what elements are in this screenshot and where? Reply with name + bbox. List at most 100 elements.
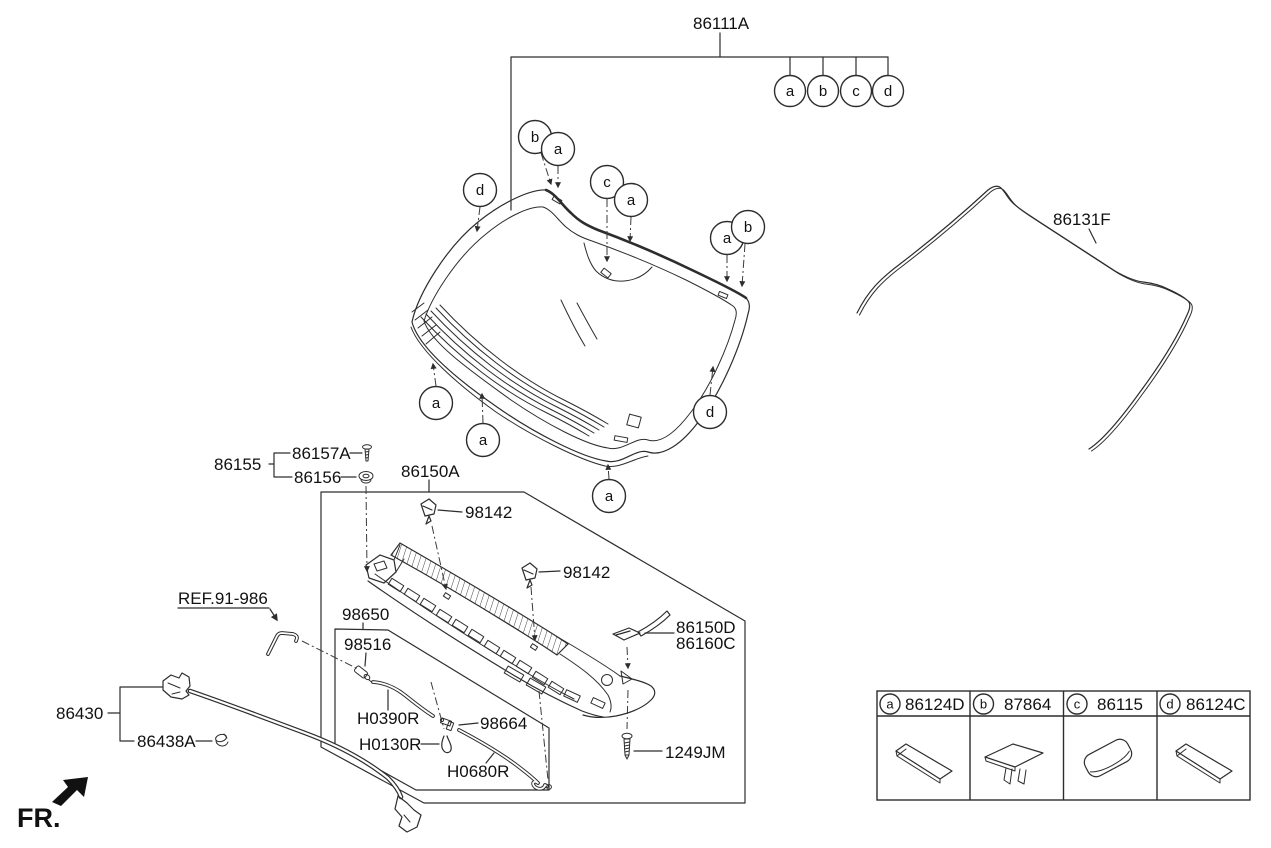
- glass-callout-a-4: a: [418, 385, 454, 421]
- part-label-86156: 86156: [294, 468, 341, 487]
- legend-part-86124C: 86124C: [1186, 695, 1246, 714]
- legend-header-b: b 87864: [972, 693, 1051, 715]
- cowl-assembly-box: 86150A: [320, 462, 746, 804]
- mirror-pocket: [583, 242, 653, 282]
- fr-arrow-icon: [52, 777, 88, 806]
- molding-86131F: 86131F: [856, 185, 1193, 452]
- legend-part-86115: 86115: [1097, 695, 1143, 714]
- corner-frit-hatch: [411, 302, 441, 345]
- glass-callout-d-2: d: [692, 394, 728, 430]
- part-label-86157A: 86157A: [292, 444, 351, 463]
- weatherstrip-clip-icon: [215, 733, 229, 747]
- glass-reflection: [560, 299, 598, 347]
- legend-icon-pad-c: [1083, 738, 1133, 778]
- cowl-grille-hatch: [390, 542, 569, 656]
- part-label-86111A: 86111A: [693, 14, 750, 33]
- part-label-86150A: 86150A: [401, 462, 460, 481]
- fastener-group-86155: 86155 86157A 86156: [214, 444, 374, 573]
- windshield-assembly-callout-group: 86111A a b c d: [510, 14, 905, 211]
- hood-weatherstrip-group: 86430 86438A: [56, 672, 422, 833]
- cowl-side-pieces: 86150D 86160C: [612, 610, 736, 730]
- screw-icon: [362, 444, 372, 462]
- legend-icon-pad-d: [1175, 743, 1233, 784]
- svg-text:d: d: [476, 182, 484, 199]
- glass-callout-c-1: c: [589, 164, 625, 200]
- legend-header-c: c 86115: [1066, 693, 1143, 715]
- svg-text:b: b: [531, 129, 539, 146]
- svg-text:a: a: [723, 230, 732, 247]
- part-label-H0680R: H0680R: [447, 762, 509, 781]
- part-label-86155: 86155: [214, 455, 261, 474]
- svg-text:b: b: [980, 697, 987, 712]
- svg-text:a: a: [605, 488, 614, 505]
- mirror-pad: [600, 267, 612, 279]
- bracket-callout-d: d: [871, 74, 905, 108]
- clip-98142-front: 98142: [420, 498, 512, 591]
- glass-callout-a-2: a: [613, 182, 649, 218]
- part-label-86430: 86430: [56, 704, 103, 723]
- clip-98142-rear: 98142: [521, 562, 610, 642]
- legend-icon-clip-b: [984, 743, 1044, 785]
- part-label-86438A: 86438A: [137, 732, 196, 751]
- bracket-callout-a: a: [773, 74, 807, 108]
- svg-text:a: a: [627, 192, 636, 209]
- ref-label: REF.91-986: [178, 589, 268, 608]
- svg-text:c: c: [603, 174, 611, 191]
- legend-header-a: a 86124D: [879, 693, 965, 715]
- svg-text:b: b: [744, 219, 752, 236]
- part-label-98516: 98516: [344, 635, 391, 654]
- svg-text:a: a: [554, 141, 563, 158]
- svg-text:d: d: [1166, 697, 1173, 712]
- glass-square-mark: [626, 413, 642, 429]
- washer-system: 98516 H0390R 98664 H0130R H0680R: [344, 635, 552, 791]
- svg-text:c: c: [852, 83, 860, 100]
- weatherstrip-end-icon: [394, 795, 422, 833]
- legend-part-86124D: 86124D: [905, 695, 965, 714]
- clip-icon: [420, 498, 437, 525]
- hose-clip-icon: [441, 735, 452, 754]
- bracket-callout-b: b: [806, 74, 840, 108]
- legend-icon-pad-a: [895, 743, 953, 784]
- svg-text:a: a: [432, 395, 441, 412]
- wiper-park-frit: [420, 304, 609, 437]
- part-label-98142: 98142: [465, 503, 512, 522]
- svg-text:a: a: [886, 697, 894, 712]
- glass-callouts: b a d c a a b a: [418, 119, 766, 514]
- glass-callout-a-5: a: [465, 422, 501, 458]
- bracket-callout-c: c: [839, 74, 873, 108]
- svg-text:d: d: [706, 404, 714, 421]
- side-strip-icon: [637, 610, 671, 637]
- svg-text:b: b: [819, 83, 827, 100]
- part-label-98650: 98650: [342, 605, 389, 624]
- legend-part-87864: 87864: [1004, 695, 1051, 714]
- cowl-vent-slots: [387, 577, 565, 696]
- fr-indicator: FR.: [17, 777, 88, 833]
- bolt-icon: [621, 732, 633, 760]
- grommet-icon: [358, 471, 374, 484]
- weatherstrip-connector-icon: [162, 672, 191, 700]
- glass-slot: [613, 435, 629, 443]
- part-label-98664: 98664: [480, 714, 527, 733]
- legend-table: a 86124D b 87864 c 86115 d 86124C: [876, 690, 1251, 801]
- part-label-86160C: 86160C: [676, 634, 736, 653]
- part-label-1249JM: 1249JM: [665, 743, 725, 762]
- cowl-right-end: [555, 635, 656, 718]
- wiper-post-mark: [442, 592, 452, 600]
- cowl-top-panel: [365, 542, 656, 718]
- windshield-glass: [410, 188, 750, 468]
- svg-text:c: c: [1074, 697, 1081, 712]
- svg-text:a: a: [786, 83, 795, 100]
- bolt-1249JM: 1249JM: [621, 732, 725, 762]
- legend-header-d: d 86124C: [1159, 693, 1246, 715]
- side-pad-icon: [612, 627, 641, 641]
- part-label-H0390R: H0390R: [357, 709, 419, 728]
- part-label-86131F: 86131F: [1053, 210, 1111, 229]
- bracket-lines: [510, 32, 889, 211]
- clip-icon: [521, 562, 538, 589]
- glass-callout-d-1: d: [462, 172, 498, 208]
- part-label-86150D: 86150D: [676, 618, 736, 637]
- bracket-stubs: [789, 56, 889, 76]
- glass-callout-b-2: b: [730, 209, 766, 245]
- svg-text:a: a: [479, 432, 488, 449]
